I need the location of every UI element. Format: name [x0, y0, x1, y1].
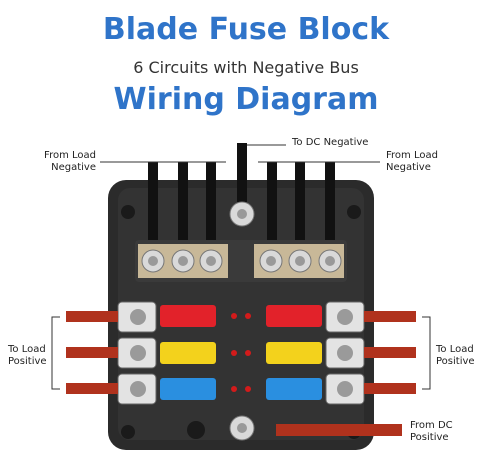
positive-wires-right — [364, 311, 431, 394]
bus-screws — [141, 201, 342, 273]
page-title: Blade Fuse Block — [102, 12, 390, 47]
mount-hole-bl — [121, 425, 135, 439]
label-dc-negative: To DC Negative — [292, 137, 369, 148]
fuse-red-left — [160, 305, 216, 327]
fuse-yellow-right — [266, 342, 322, 364]
mount-hole-tl — [121, 205, 135, 219]
mount-hole-tr — [347, 205, 361, 219]
section-title: Wiring Diagram — [113, 82, 379, 117]
fuse-red-right — [266, 305, 322, 327]
dc-positive-wire — [276, 424, 402, 436]
fuse-blue-left — [160, 378, 216, 400]
page-subtitle: 6 Circuits with Negative Bus — [133, 58, 359, 77]
indicator-leds — [231, 313, 251, 392]
ground-screw — [187, 421, 205, 439]
negative-wires — [148, 143, 335, 240]
fuse-yellow-left — [160, 342, 216, 364]
fuses — [160, 305, 322, 400]
positive-wires-left — [51, 311, 118, 394]
fuse-blue-right — [266, 378, 322, 400]
